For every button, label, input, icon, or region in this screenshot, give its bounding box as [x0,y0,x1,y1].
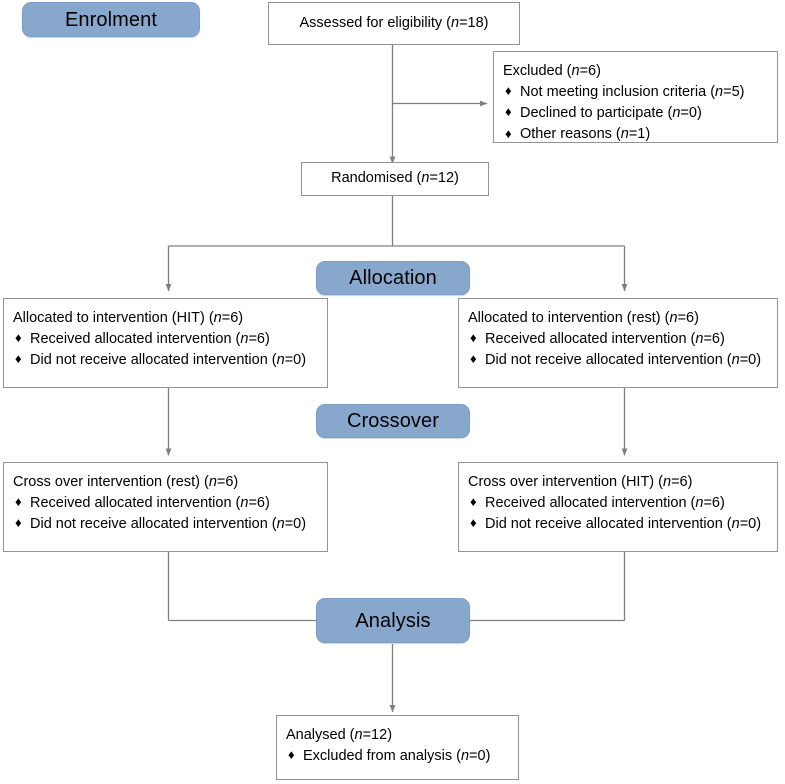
node-allocated-rest: Allocated to intervention (rest) (n=6) ♦… [458,298,778,388]
n-symbol: n [672,104,681,121]
diamond-bullet-icon: ♦ [470,494,477,510]
cross-left-title: Cross over intervention (rest) (n=6) [13,474,239,490]
diamond-bullet-icon: ♦ [505,83,512,99]
diamond-bullet-icon: ♦ [15,494,22,510]
diamond-bullet-icon: ♦ [15,330,22,346]
list-item: ♦Did not receive allocated intervention … [470,351,762,368]
list-item: ♦Received allocated intervention (n=6) [15,494,270,511]
cross-left-list: ♦Received allocated intervention (n=6) ♦… [13,494,327,532]
n-symbol: n [695,330,704,347]
list-item: ♦Not meeting inclusion criteria (n=5) [505,83,745,100]
stage-label-analysis: Analysis [316,598,470,643]
n-symbol: n [669,310,678,326]
n-symbol: n [208,474,217,490]
alloc-left-list: ♦Received allocated intervention (n=6) ♦… [13,330,327,368]
list-item: ♦Declined to participate (n=0) [505,104,702,121]
diamond-bullet-icon: ♦ [288,747,295,763]
list-item: ♦Did not receive allocated intervention … [470,515,762,532]
list-item: ♦Other reasons (n=1) [505,125,651,143]
n-symbol: n [240,330,249,347]
n-symbol: n [731,515,740,532]
list-item: ♦Did not receive allocated intervention … [15,351,307,368]
cross-right-list: ♦Received allocated intervention (n=6) ♦… [468,494,777,532]
analysed-list: ♦Excluded from analysis (n=0) [286,747,518,764]
randomised-headline: Randomised (n=12) [331,170,459,187]
node-allocated-hit: Allocated to intervention (HIT) (n=6) ♦R… [3,298,328,388]
list-item: ♦Received allocated intervention (n=6) [470,330,725,347]
alloc-right-list: ♦Received allocated intervention (n=6) ♦… [468,330,777,368]
n-symbol: n [731,351,740,368]
stage-label-crossover: Crossover [316,404,470,438]
n-symbol: n [421,170,430,187]
diamond-bullet-icon: ♦ [15,351,22,367]
diamond-bullet-icon: ♦ [505,104,512,120]
alloc-right-title: Allocated to intervention (rest) (n=6) [468,310,699,326]
n-symbol: n [276,515,285,532]
stage-label-enrolment: Enrolment [22,2,200,37]
list-item: ♦Excluded from analysis (n=0) [288,747,491,764]
n-symbol: n [240,494,249,511]
alloc-left-title: Allocated to intervention (HIT) (n=6) [13,310,244,326]
diamond-bullet-icon: ♦ [470,515,477,531]
diamond-bullet-icon: ♦ [505,125,512,141]
list-item: ♦Did not receive allocated intervention … [15,515,307,532]
n-symbol: n [695,494,704,511]
assessed-headline: Assessed for eligibility (n=18) [299,14,489,31]
node-crossover-hit: Cross over intervention (HIT) (n=6) ♦Rec… [458,462,778,552]
excluded-reason-list: ♦Not meeting inclusion criteria (n=5) ♦D… [503,83,777,143]
node-assessed-for-eligibility: Assessed for eligibility (n=18) [268,2,520,45]
list-item: ♦Received allocated intervention (n=6) [470,494,725,511]
diamond-bullet-icon: ♦ [15,515,22,531]
n-symbol: n [663,474,672,490]
diamond-bullet-icon: ♦ [470,330,477,346]
n-symbol: n [460,747,470,764]
n-symbol: n [276,351,285,368]
node-crossover-rest: Cross over intervention (rest) (n=6) ♦Re… [3,462,328,552]
n-symbol: n [354,727,363,743]
n-symbol: n [620,126,629,143]
node-excluded: Excluded (n=6) ♦Not meeting inclusion cr… [493,51,778,143]
n-symbol: n [571,63,580,79]
n-symbol: n [715,83,724,100]
cross-right-title: Cross over intervention (HIT) (n=6) [468,474,693,490]
node-randomised: Randomised (n=12) [301,162,489,196]
stage-label-allocation: Allocation [316,261,470,295]
analysed-title: Analysed (n=12) [286,727,393,743]
list-item: ♦Received allocated intervention (n=6) [15,330,270,347]
n-symbol: n [450,14,460,31]
excluded-title: Excluded (n=6) [503,63,601,79]
node-analysed: Analysed (n=12) ♦Excluded from analysis … [276,715,519,780]
n-symbol: n [213,310,222,326]
diamond-bullet-icon: ♦ [470,351,477,367]
